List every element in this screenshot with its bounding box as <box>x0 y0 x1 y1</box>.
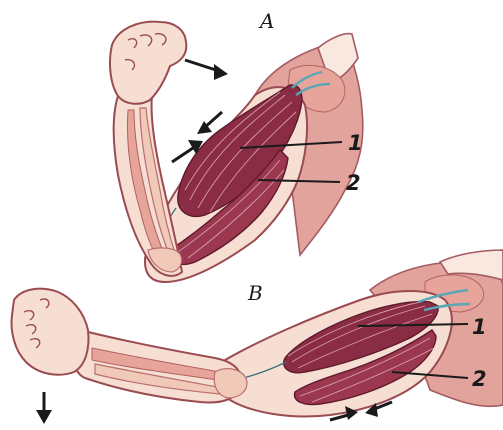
force-arrow-a-wrist <box>185 60 228 80</box>
hand-b <box>12 289 89 375</box>
fist-a <box>110 22 186 104</box>
force-arrow-b-hand <box>36 392 52 424</box>
callout-a-1: 1 <box>348 131 363 155</box>
callout-a-2: 2 <box>346 171 361 195</box>
panel-b-label: B <box>247 281 263 305</box>
callout-b-1: 1 <box>472 315 487 339</box>
callout-b-2: 2 <box>472 367 487 391</box>
elbow-b <box>214 369 247 398</box>
panel-a-label: A <box>258 9 274 33</box>
panel-b: B 1 2 <box>12 250 503 424</box>
panel-a: A 1 2 <box>110 9 363 282</box>
